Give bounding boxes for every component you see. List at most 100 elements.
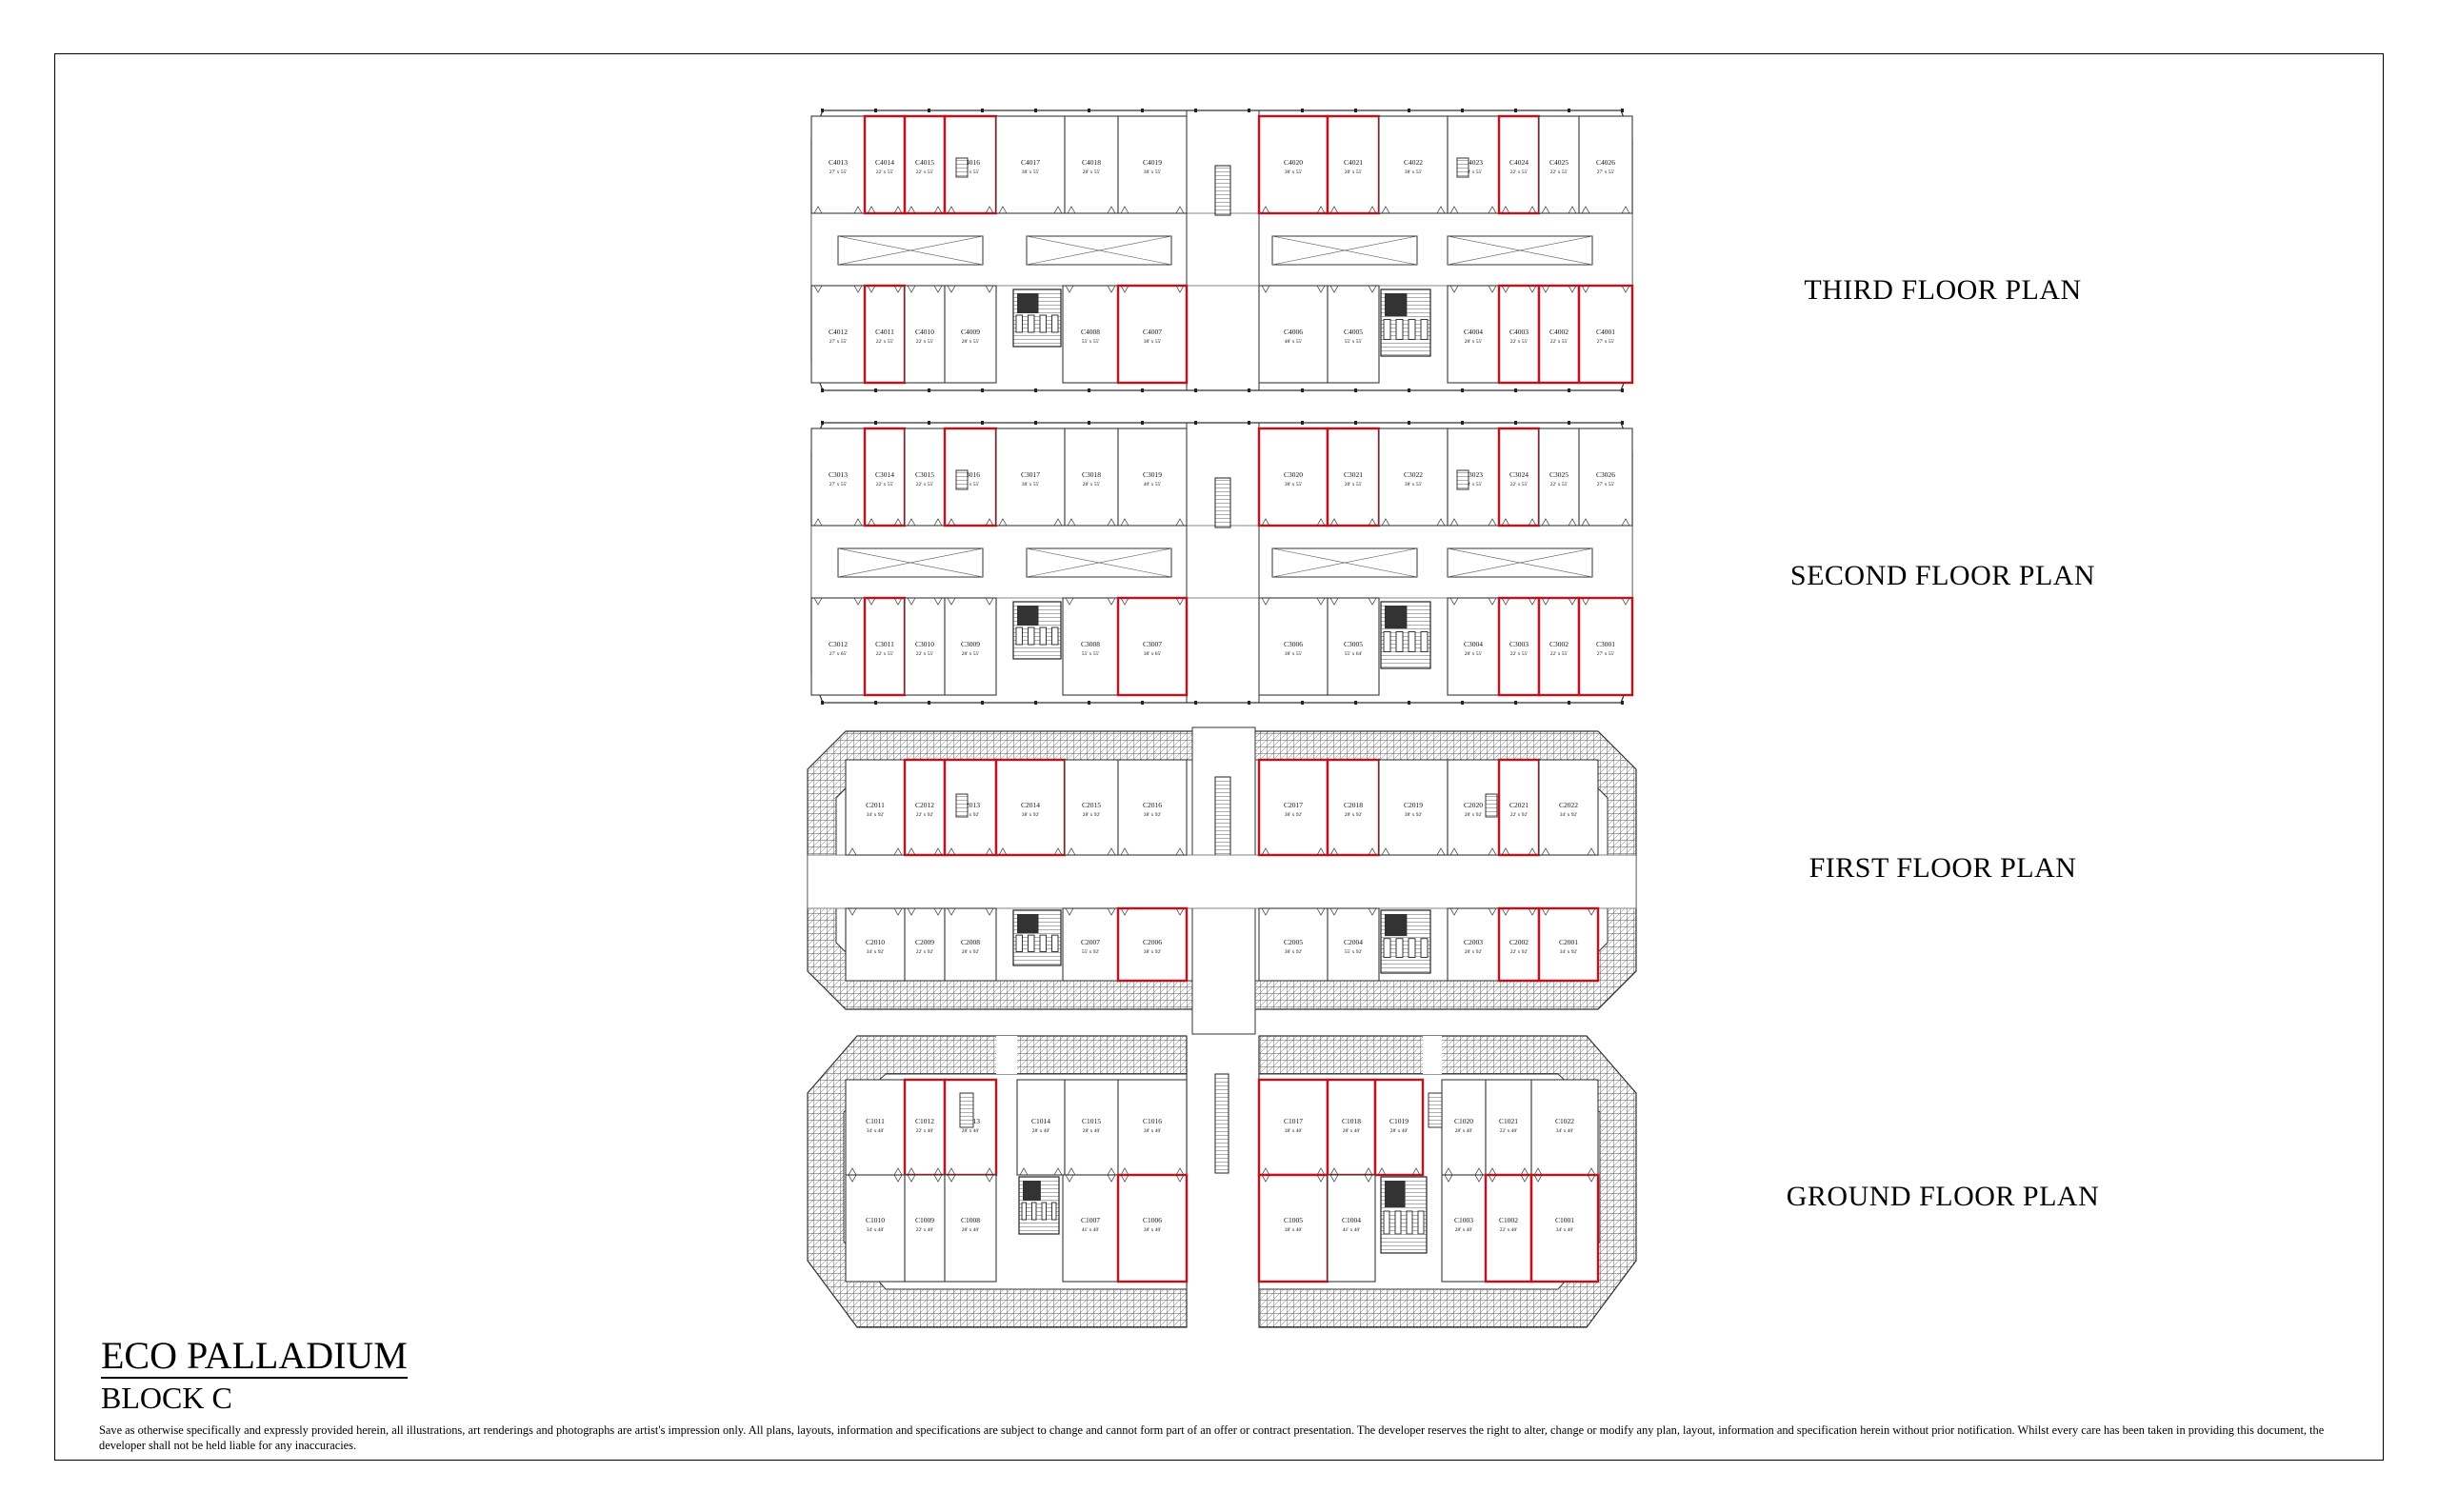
unit-size: 28' x 55' (1465, 482, 1482, 487)
door-mark (1381, 518, 1446, 527)
top-row-unit (1257, 758, 1329, 857)
top-row-unit (845, 1079, 906, 1176)
core-wall (1385, 914, 1408, 937)
bottom-row-unit (1062, 1174, 1119, 1283)
unit-size: 27' x 55' (1597, 169, 1614, 175)
column (1514, 388, 1517, 392)
top-row-unit (1117, 1079, 1188, 1176)
corridor (807, 854, 1637, 909)
door-mark (1501, 597, 1537, 606)
door-mark (1065, 907, 1116, 916)
bottom-row-unit (1327, 285, 1380, 384)
unit-number: C1016 (1143, 1117, 1162, 1125)
bottom-row-unit (1537, 596, 1581, 697)
unit-number: C1020 (1454, 1117, 1473, 1125)
door-mark (1261, 597, 1326, 606)
top-row-unit (943, 758, 998, 857)
top-row-unit (1326, 1078, 1377, 1177)
bottom-row-unit (1258, 597, 1329, 696)
door-mark (1581, 206, 1630, 214)
lift-shaft (1015, 934, 1023, 952)
door-mark (1444, 1174, 1484, 1183)
unit-number: C2013 (961, 801, 980, 809)
top-row-unit (903, 114, 947, 215)
column (1141, 109, 1144, 112)
unit-size: 22' x 55' (916, 651, 933, 657)
top-row-unit (863, 427, 907, 527)
lift-shaft (1051, 1202, 1057, 1221)
column (1301, 701, 1304, 705)
lift-shaft (1028, 314, 1035, 333)
column (874, 388, 877, 392)
unit-size: 28' x 40' (1390, 1128, 1408, 1134)
lift-shaft (1028, 627, 1035, 646)
unit-number: C4026 (1596, 158, 1615, 167)
unit-size: 55' x 55' (1082, 339, 1099, 345)
unit-number: C1017 (1284, 1117, 1303, 1125)
unit-number: C3004 (1464, 640, 1483, 648)
unit-size: 28' x 92' (962, 812, 979, 818)
column (1301, 109, 1304, 112)
door-mark (867, 206, 903, 214)
ground-floor-title: GROUND FLOOR PLAN (1786, 1181, 2100, 1212)
door-mark (1541, 285, 1577, 293)
door-mark (947, 907, 994, 916)
bottom-row-unit (1537, 284, 1581, 385)
unit-size: 38' x 40' (1285, 1227, 1302, 1233)
column (1301, 388, 1304, 392)
unit-number: C1006 (1143, 1216, 1162, 1224)
door-mark (848, 1167, 903, 1176)
column (1621, 701, 1624, 705)
escalator (1214, 776, 1231, 860)
lift-shaft (1395, 938, 1404, 958)
door-mark (1541, 518, 1577, 527)
unit-number: C2008 (961, 938, 980, 946)
door-mark (813, 285, 863, 293)
unit-number: C4024 (1509, 158, 1529, 167)
door-mark (1261, 206, 1326, 214)
unit-number: C3021 (1344, 470, 1363, 479)
stair-top-left (955, 157, 969, 178)
bottom-row-unit (1116, 906, 1189, 983)
top-row-unit (845, 759, 906, 856)
lift-shaft (1039, 314, 1047, 333)
door-mark (1581, 285, 1630, 293)
lift-shaft (1420, 319, 1429, 340)
door-mark (1120, 1167, 1185, 1176)
lift-shaft (1408, 319, 1416, 340)
door-mark (947, 285, 994, 293)
unit-size: 34' x 92' (867, 949, 884, 955)
door-mark (1120, 597, 1185, 606)
top-row-unit (1578, 115, 1633, 214)
column (928, 388, 930, 392)
stair-top-right (1456, 157, 1469, 178)
door-mark (1501, 518, 1537, 527)
unit-size: 28' x 40' (1032, 1128, 1049, 1134)
void-cross (837, 235, 984, 266)
column (1088, 388, 1090, 392)
door-mark (1261, 907, 1326, 916)
door-mark (1261, 518, 1326, 527)
top-row-unit (1538, 759, 1599, 856)
unit-size: 22' x 55' (1550, 651, 1568, 657)
bottom-row-unit (1258, 285, 1329, 384)
bottom-row-unit (1529, 1173, 1600, 1283)
door-mark (1120, 518, 1185, 527)
unit-number: C3025 (1549, 470, 1569, 479)
unit-number: C4003 (1509, 328, 1529, 336)
unit-number: C3011 (875, 640, 894, 648)
drawing-frame (54, 53, 2384, 1461)
unit-number: C1005 (1284, 1216, 1303, 1224)
door-mark (907, 518, 943, 527)
door-mark (813, 518, 863, 527)
unit-number: C3008 (1081, 640, 1100, 648)
bottom-row-unit (904, 285, 946, 384)
unit-size: 38' x 40' (1285, 1128, 1302, 1134)
lift-shaft (1028, 934, 1035, 952)
bottom-row-unit (1497, 284, 1541, 385)
door-mark (867, 597, 903, 606)
column (1568, 388, 1570, 392)
top-row-unit (1497, 427, 1541, 527)
